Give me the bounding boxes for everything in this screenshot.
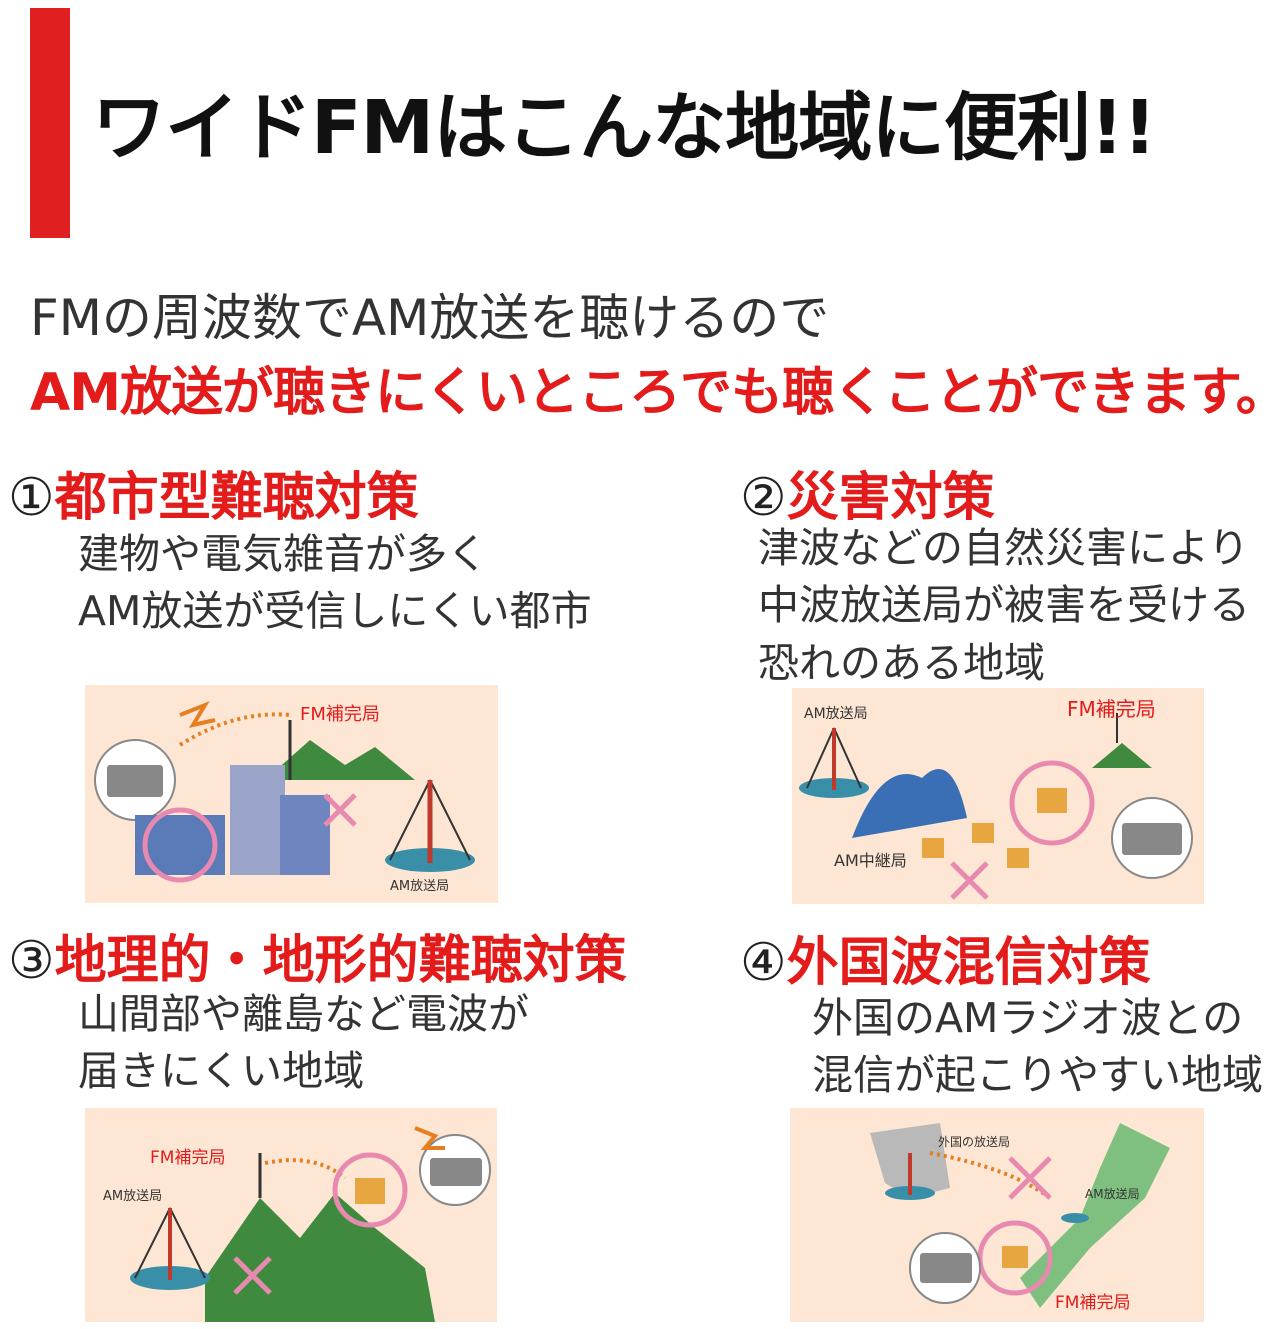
section-4-heading: ④外国波混信対策 <box>740 920 1151 995</box>
section-1-number: ① <box>8 468 55 528</box>
section-4-line: 混信が起こりやすい地域 <box>812 1051 1263 1100</box>
page-title: ワイドFMはこんな地域に便利!! <box>92 85 1157 171</box>
section-4-line: 外国のAMラジオ波との <box>812 994 1244 1042</box>
intro-line-2: AM放送が聴きにくいところでも聴くことができます。 <box>30 363 1280 423</box>
section-2-title: 災害対策 <box>786 468 995 528</box>
section-4-number: ④ <box>740 933 787 993</box>
section-3-illustration: FM補完局 AM放送局 <box>85 1108 497 1322</box>
section-3-label-am: AM放送局 <box>103 1189 162 1204</box>
section-1-title: 都市型難聴対策 <box>54 468 419 528</box>
section-2-heading: ②災害対策 <box>740 455 995 530</box>
section-2-label-am: AM放送局 <box>804 706 868 722</box>
section-2-line: 津波などの自然災害により <box>758 524 1250 572</box>
section-1-label-fm: FM補完局 <box>300 704 380 725</box>
section-1-heading: ①都市型難聴対策 <box>8 455 419 530</box>
section-2-illustration: AM放送局 FM補完局 AM中継局 <box>792 688 1204 904</box>
section-2-description: 津波などの自然災害により 中波放送局が被害を受ける 恐れのある地域 <box>758 520 1250 692</box>
header-accent-bar <box>30 8 70 238</box>
section-3-line: 届きにくい地域 <box>78 1047 365 1096</box>
section-2-number: ② <box>740 468 787 528</box>
section-4-label-fm: FM補完局 <box>1055 1293 1130 1313</box>
section-4-title: 外国波混信対策 <box>786 933 1151 993</box>
section-2-label-relay: AM中継局 <box>834 851 907 870</box>
section-2-line: 恐れのある地域 <box>758 638 1045 687</box>
section-4-label-am: AM放送局 <box>1085 1186 1140 1201</box>
section-2-line: 中波放送局が被害を受ける <box>758 581 1250 630</box>
section-4-label-foreign: 外国の放送局 <box>938 1134 1010 1149</box>
section-1-description: 建物や電気雑音が多く AM放送が受信しにくい都市 <box>78 526 592 641</box>
section-1-line: 建物や電気雑音が多く <box>78 530 488 578</box>
section-1-illustration: FM補完局 AM放送局 <box>85 685 498 903</box>
section-4-illustration: 外国の放送局 AM放送局 FM補完局 <box>790 1108 1204 1322</box>
section-1-line: AM放送が受信しにくい都市 <box>78 587 592 636</box>
section-3-title: 地理的・地形的難聴対策 <box>54 931 627 991</box>
section-1-label-am: AM放送局 <box>390 879 449 894</box>
section-3-line: 山間部や離島など電波が <box>78 990 529 1038</box>
section-3-label-fm: FM補完局 <box>150 1148 225 1168</box>
section-2-label-fm: FM補完局 <box>1067 697 1156 721</box>
section-3-number: ③ <box>8 931 55 991</box>
section-3-heading: ③地理的・地形的難聴対策 <box>8 918 627 993</box>
section-3-description: 山間部や離島など電波が 届きにくい地域 <box>78 986 529 1101</box>
section-4-description: 外国のAMラジオ波との 混信が起こりやすい地域 <box>812 990 1263 1105</box>
intro-line-1: FMの周波数でAM放送を聴けるので <box>30 289 830 347</box>
